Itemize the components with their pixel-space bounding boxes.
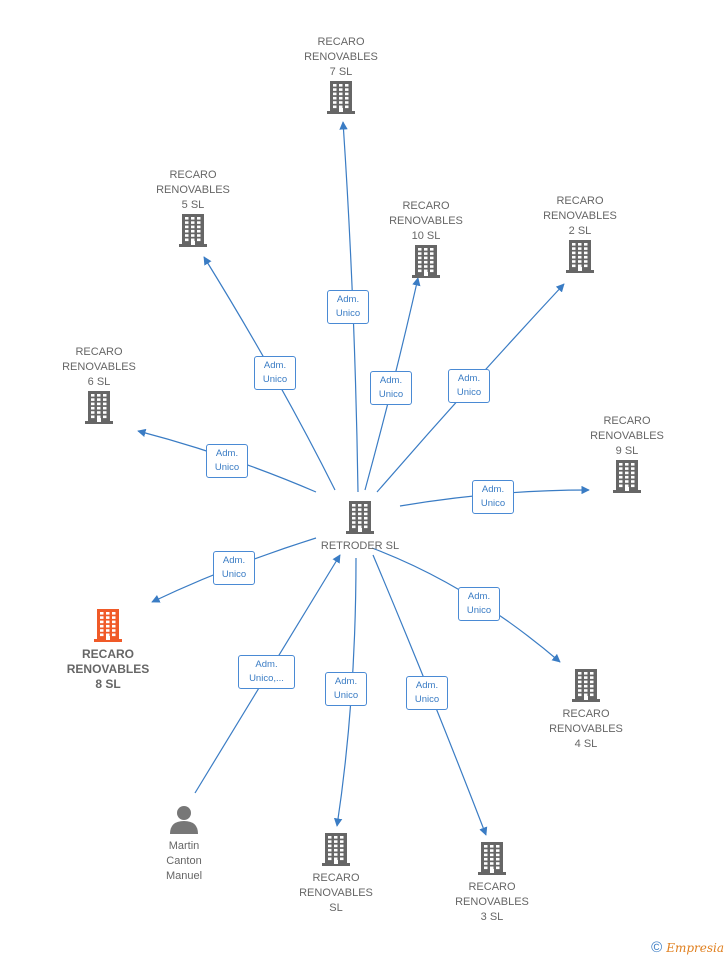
node-label: RECARO RENOVABLES 10 SL bbox=[389, 200, 463, 242]
node-retroder-sl[interactable]: RETRODER SL bbox=[300, 500, 420, 554]
node-label: RECARO RENOVABLES 2 SL bbox=[543, 195, 617, 237]
node-recaro-renovables-5[interactable]: RECARO RENOVABLES 5 SL bbox=[133, 168, 253, 252]
edge-label-n2[interactable]: Adm. Unico bbox=[448, 369, 490, 403]
building-icon bbox=[276, 832, 396, 871]
edge-label-n10[interactable]: Adm. Unico bbox=[370, 371, 412, 405]
building-icon bbox=[133, 213, 253, 252]
edge-role: Adm. bbox=[467, 591, 491, 602]
node-label: RECARO RENOVABLES 5 SL bbox=[156, 169, 230, 211]
person-icon bbox=[124, 804, 244, 839]
edge-role: Adm. bbox=[334, 676, 358, 687]
edge-role: Adm. bbox=[457, 373, 481, 384]
building-icon bbox=[520, 239, 640, 278]
brand-logo: Empresia bbox=[666, 941, 724, 955]
node-label: RECARO RENOVABLES 8 SL bbox=[66, 647, 150, 691]
edge-role-detail: Unico bbox=[335, 308, 361, 319]
edge-label-nsl[interactable]: Adm. Unico bbox=[325, 672, 367, 706]
edge-role-detail: Unico bbox=[221, 569, 247, 580]
node-martin-canton-manuel[interactable]: Martin Canton Manuel bbox=[124, 804, 244, 884]
edge-role-detail: Unico bbox=[214, 462, 240, 473]
edge-label-n8[interactable]: Adm. Unico bbox=[213, 551, 255, 585]
copyright-icon: © bbox=[651, 939, 663, 956]
edge-role-detail: Unico bbox=[262, 374, 288, 385]
node-recaro-renovables-10[interactable]: RECARO RENOVABLES 10 SL bbox=[366, 199, 486, 283]
node-recaro-renovables-4[interactable]: RECARO RENOVABLES 4 SL bbox=[526, 668, 646, 752]
edge-role: Adm. bbox=[415, 680, 439, 691]
building-icon bbox=[567, 459, 687, 498]
edge-role: Adm. bbox=[481, 484, 505, 495]
edge-label-n3[interactable]: Adm. Unico bbox=[406, 676, 448, 710]
edge-role-detail: Unico bbox=[466, 605, 492, 616]
edge-role: Adm. bbox=[222, 555, 246, 566]
edge-role: Adm. bbox=[215, 448, 239, 459]
building-icon bbox=[366, 244, 486, 283]
node-label: RECARO RENOVABLES 6 SL bbox=[62, 346, 136, 388]
edge-role: Adm. bbox=[255, 659, 278, 670]
node-label: Martin Canton Manuel bbox=[165, 840, 203, 882]
edge-role-detail: Unico bbox=[333, 690, 359, 701]
edge-role: Adm. bbox=[379, 375, 403, 386]
edge-role-detail: Unico bbox=[480, 498, 506, 509]
node-label: RETRODER SL bbox=[320, 540, 400, 552]
copyright-footer: ©Empresia bbox=[651, 939, 724, 956]
edge-label-n4[interactable]: Adm. Unico bbox=[458, 587, 500, 621]
node-recaro-renovables-8[interactable]: RECARO RENOVABLES 8 SL bbox=[48, 608, 168, 692]
edge-role-detail: Unico,... bbox=[249, 673, 284, 684]
edge-role-detail: Unico bbox=[414, 694, 440, 705]
building-icon bbox=[48, 608, 168, 647]
node-recaro-renovables-9[interactable]: RECARO RENOVABLES 9 SL bbox=[567, 414, 687, 498]
node-label: RECARO RENOVABLES SL bbox=[299, 872, 373, 914]
node-label: RECARO RENOVABLES 9 SL bbox=[590, 415, 664, 457]
edge-label-n9[interactable]: Adm. Unico bbox=[472, 480, 514, 514]
node-recaro-renovables-3[interactable]: RECARO RENOVABLES 3 SL bbox=[432, 841, 552, 925]
edge-role: Adm. bbox=[263, 360, 287, 371]
edge-label-n5[interactable]: Adm. Unico bbox=[254, 356, 296, 390]
building-icon bbox=[526, 668, 646, 707]
node-label: RECARO RENOVABLES 7 SL bbox=[304, 36, 378, 78]
building-icon bbox=[300, 500, 420, 539]
edge-role: Adm. bbox=[336, 294, 360, 305]
node-recaro-renovables-7[interactable]: RECARO RENOVABLES 7 SL bbox=[281, 35, 401, 119]
node-recaro-renovables-sl[interactable]: RECARO RENOVABLES SL bbox=[276, 832, 396, 916]
building-icon bbox=[39, 390, 159, 429]
building-icon bbox=[432, 841, 552, 880]
edge-role-detail: Unico bbox=[456, 387, 482, 398]
node-label: RECARO RENOVABLES 4 SL bbox=[549, 708, 623, 750]
edge-label-martin[interactable]: Adm. Unico,... bbox=[238, 655, 295, 689]
node-recaro-renovables-6[interactable]: RECARO RENOVABLES 6 SL bbox=[39, 345, 159, 429]
edge-role-detail: Unico bbox=[378, 389, 404, 400]
building-icon bbox=[281, 80, 401, 119]
node-recaro-renovables-2[interactable]: RECARO RENOVABLES 2 SL bbox=[520, 194, 640, 278]
edge-label-n6[interactable]: Adm. Unico bbox=[206, 444, 248, 478]
edge-label-n7[interactable]: Adm. Unico bbox=[327, 290, 369, 324]
node-label: RECARO RENOVABLES 3 SL bbox=[455, 881, 529, 923]
